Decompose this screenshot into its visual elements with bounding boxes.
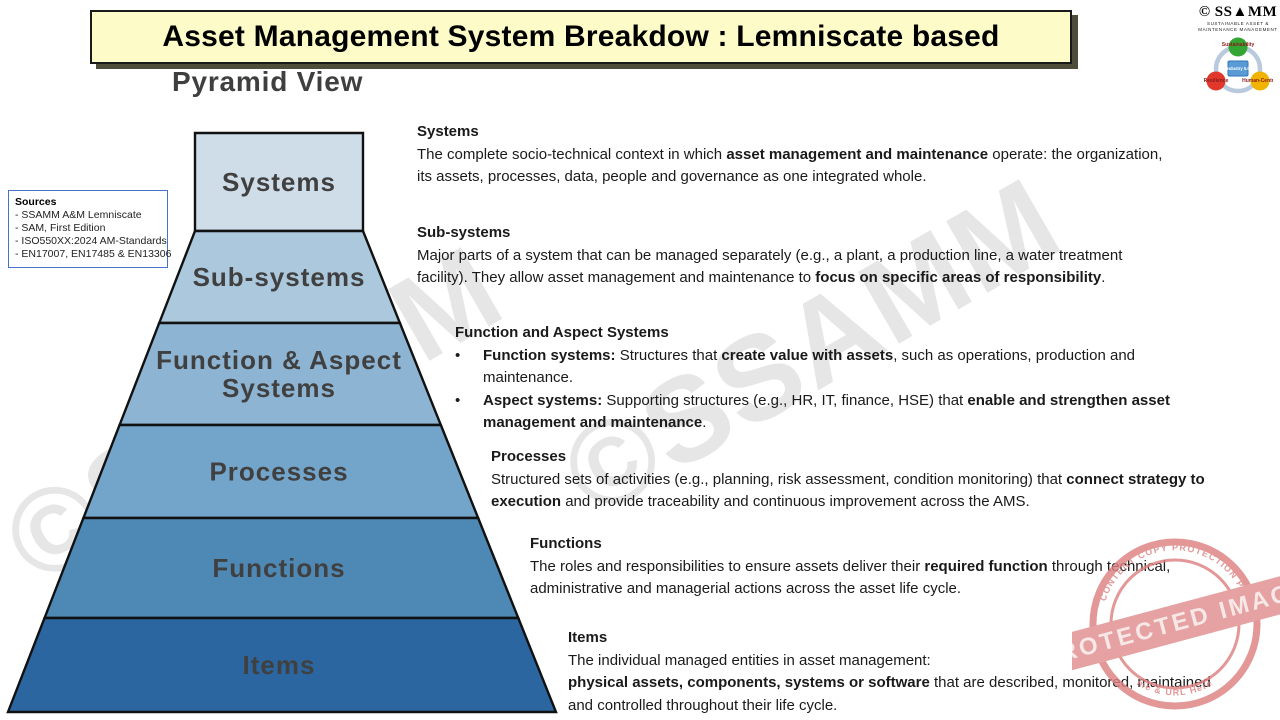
description-heading: Sub-systems	[417, 224, 511, 241]
bullet-icon: •	[455, 391, 461, 409]
pyramid-level	[6, 616, 558, 714]
logo-tagline-1: SUSTAINABLE ASSET &	[1206, 21, 1269, 26]
description-functions: Functions The roles and responsibilities…	[530, 533, 1185, 601]
sources-box: Sources - SSAMM A&M Lemniscate- SAM, Fir…	[8, 190, 172, 268]
description-function-aspect-systems: Function and Aspect Systems • Function s…	[455, 322, 1192, 435]
bullet-text: Function systems: Structures that create…	[483, 346, 1136, 387]
description-items: Items The individual managed entities in…	[568, 627, 1213, 717]
sustainability-circle-icon	[1228, 37, 1248, 57]
description-heading: Function and Aspect Systems	[455, 324, 669, 341]
description-body: The complete socio-technical context in …	[417, 145, 1163, 186]
pyramid-level-label: Processes	[209, 457, 348, 487]
description-heading: Systems	[417, 123, 479, 140]
source-item: - EN17007, EN17485 & EN13306	[15, 248, 172, 260]
source-item: - SSAMM A&M Lemniscate	[15, 209, 142, 221]
pyramid-level-label: Functions	[212, 553, 345, 583]
bullet-item: • Aspect systems: Supporting structures …	[455, 390, 1192, 435]
description-body: Structured sets of activities (e.g., pla…	[491, 470, 1205, 511]
resilience-circle-icon	[1206, 71, 1226, 91]
lemniscate-logo-icon: Industry 5.0 Sustainability Resilience H…	[1204, 37, 1278, 94]
description-body: The roles and responsibilities to ensure…	[530, 557, 1171, 598]
description-processes: Processes Structured sets of activities …	[491, 446, 1218, 514]
description-sub-systems: Sub-systems Major parts of a system that…	[417, 222, 1159, 290]
svg-text:Human-Centric: Human-Centric	[1242, 78, 1273, 84]
ssamm-logo: © SS▲MM SUSTAINABLE ASSET & MAINTENANCE …	[1196, 4, 1280, 105]
svg-text:Sustainability: Sustainability	[1222, 42, 1255, 48]
source-item: - ISO550XX:2024 AM-Standards	[15, 235, 167, 247]
logo-brand-text: © SS▲MM	[1198, 4, 1278, 20]
human-centric-circle-icon	[1250, 71, 1270, 91]
pyramid-level-label: Systems	[222, 167, 336, 197]
svg-text:Industry 5.0: Industry 5.0	[1226, 66, 1250, 71]
view-subtitle: Pyramid View	[172, 66, 364, 97]
source-item: - SAM, First Edition	[15, 222, 106, 234]
description-heading: Functions	[530, 535, 602, 552]
description-heading: Processes	[491, 448, 567, 465]
pyramid-level-label: Sub-systems	[193, 262, 366, 292]
svg-text:Resilience: Resilience	[1204, 78, 1229, 84]
sources-list: - SSAMM A&M Lemniscate- SAM, First Editi…	[15, 209, 172, 261]
slide-title: Asset Management System Breakdow : Lemni…	[162, 20, 1000, 53]
description-body: Major parts of a system that can be mana…	[417, 246, 1123, 287]
pyramid-level-label: Items	[243, 650, 316, 680]
bullet-text: Aspect systems: Supporting structures (e…	[483, 391, 1170, 432]
slide-title-box: Asset Management System Breakdow : Lemni…	[90, 10, 1072, 64]
sources-heading: Sources	[15, 196, 57, 208]
pyramid-level-label: Function & Aspect	[156, 345, 402, 375]
bullet-icon: •	[455, 346, 461, 364]
bullet-item: • Function systems: Structures that crea…	[455, 345, 1192, 390]
description-body: The individual managed entities in asset…	[568, 651, 1211, 714]
pyramid-level-label: Systems	[222, 373, 336, 403]
industry-box-icon	[1227, 60, 1249, 77]
description-systems: Systems The complete socio-technical con…	[417, 121, 1169, 189]
logo-tagline-2: MAINTENANCE MANAGEMENT	[1198, 26, 1278, 32]
description-heading: Items	[568, 629, 608, 646]
